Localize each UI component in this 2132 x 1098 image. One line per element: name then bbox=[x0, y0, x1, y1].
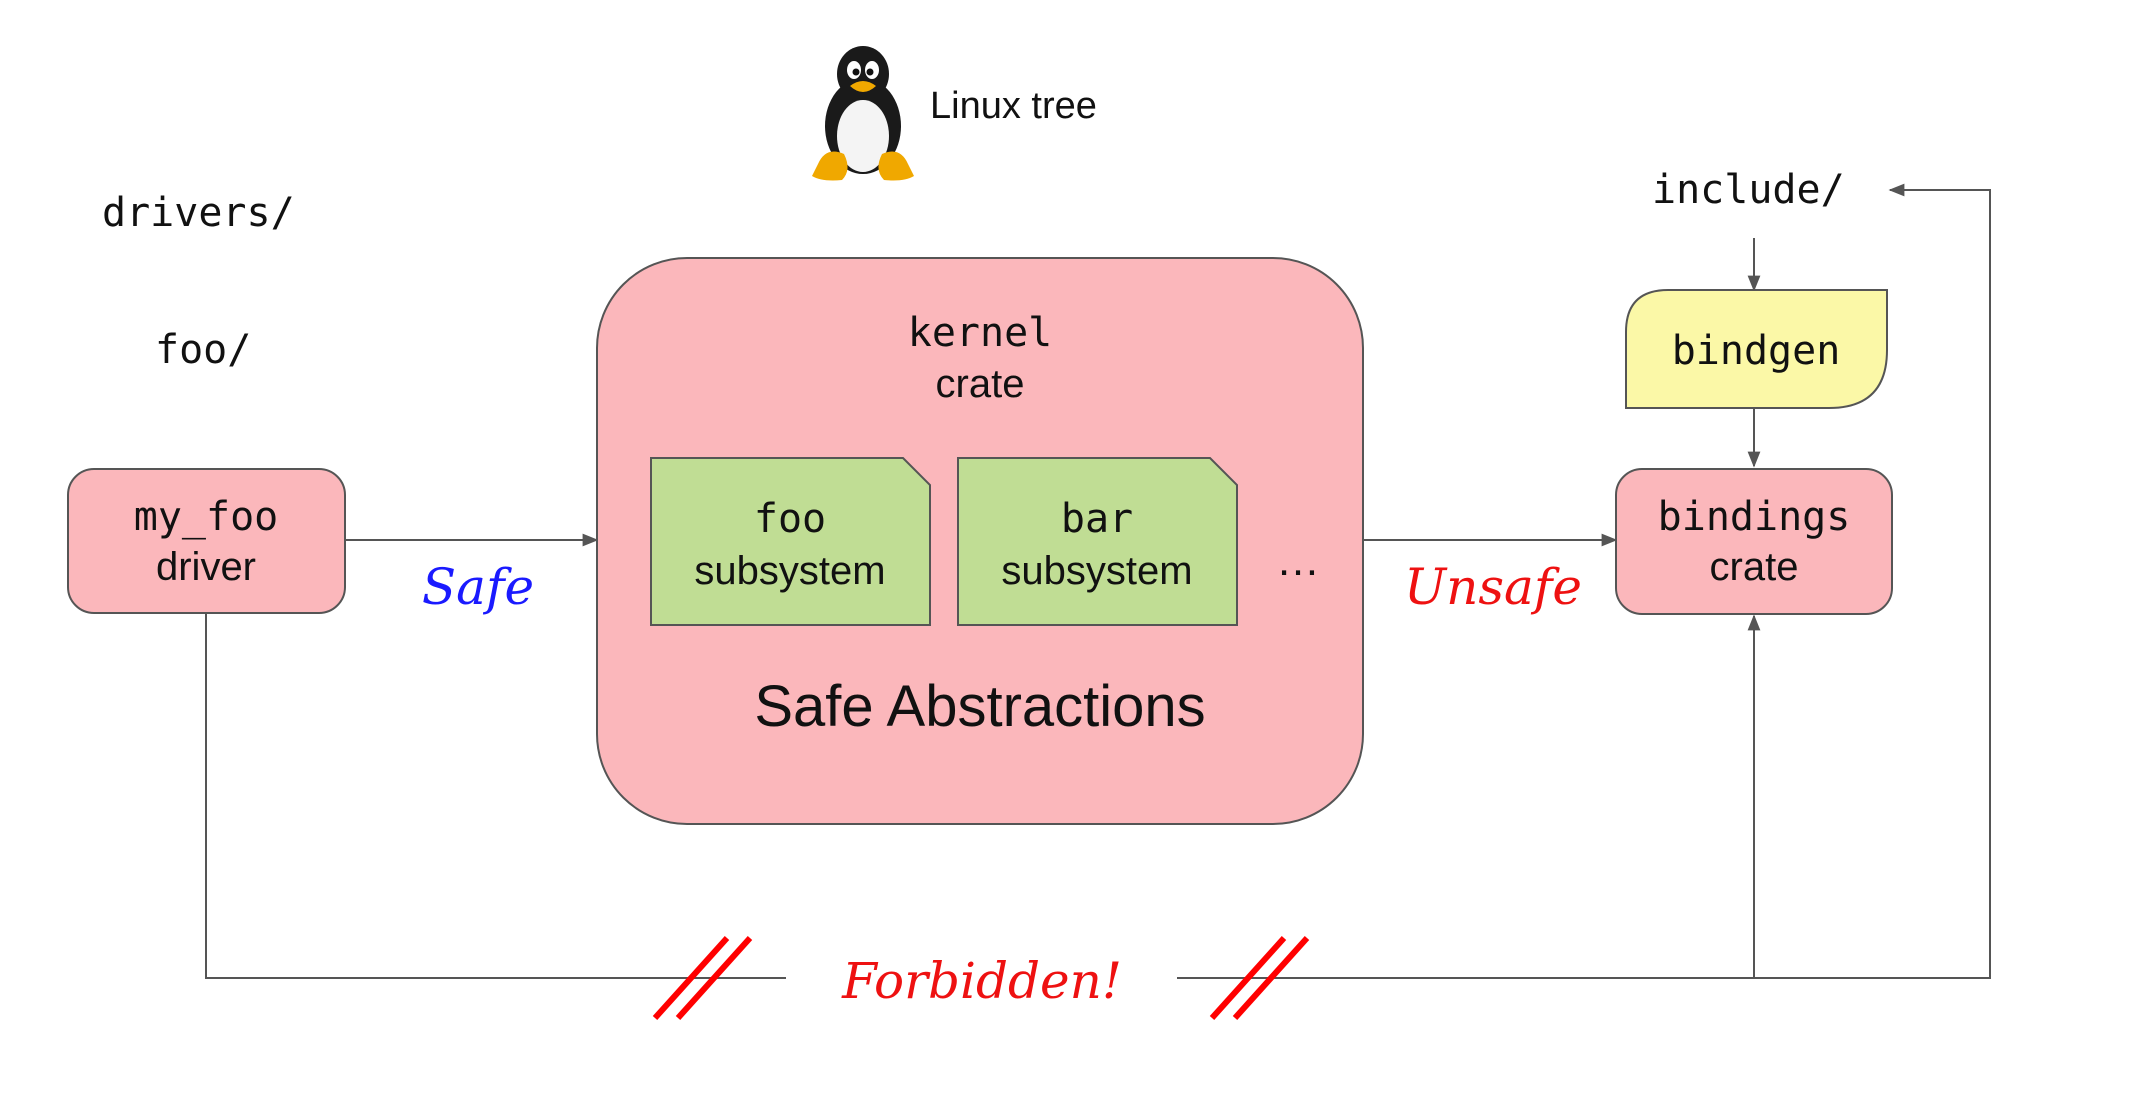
foo-subsystem-name: foo bbox=[754, 496, 826, 542]
forbidden-slash-right bbox=[1209, 935, 1310, 1021]
bindings-crate-name: bindings bbox=[1658, 494, 1851, 540]
bindings-crate-box bbox=[1615, 468, 1893, 615]
tux-penguin-icon bbox=[812, 46, 914, 181]
tree-label: Linux tree bbox=[930, 85, 1097, 127]
bar-subsystem-name: bar bbox=[1061, 496, 1133, 542]
my-foo-driver-name: my_foo bbox=[134, 494, 279, 540]
foo-path-label: foo/ bbox=[155, 327, 251, 373]
bindgen-label: bindgen bbox=[1672, 328, 1841, 374]
forbidden-edge-left bbox=[205, 613, 786, 979]
safe-edge-label: Safe bbox=[422, 558, 534, 616]
include-path-label: include/ bbox=[1652, 167, 1845, 213]
unsafe-edge-label: Unsafe bbox=[1404, 558, 1582, 616]
forbidden-edge-label: Forbidden! bbox=[841, 952, 1122, 1010]
bar-subsystem-box bbox=[957, 457, 1238, 626]
my-foo-driver-box bbox=[67, 468, 346, 614]
kernel-crate-kind: crate bbox=[936, 362, 1025, 406]
kernel-crate-name: kernel bbox=[908, 310, 1053, 356]
right-loop-to-include-edge bbox=[1754, 183, 1991, 979]
foo-subsystem-box bbox=[650, 457, 931, 626]
my-foo-driver-kind: driver bbox=[156, 545, 256, 589]
safe-abstractions-label: Safe Abstractions bbox=[754, 674, 1205, 739]
bindings-crate-kind: crate bbox=[1710, 545, 1799, 589]
forbidden-slash-left bbox=[652, 935, 753, 1021]
bindgen-box bbox=[1625, 289, 1888, 409]
more-subsystems-ellipsis: … bbox=[1276, 536, 1320, 585]
foo-subsystem-kind: subsystem bbox=[694, 549, 885, 593]
drivers-path-label: drivers/ bbox=[102, 190, 295, 236]
bar-subsystem-kind: subsystem bbox=[1001, 549, 1192, 593]
